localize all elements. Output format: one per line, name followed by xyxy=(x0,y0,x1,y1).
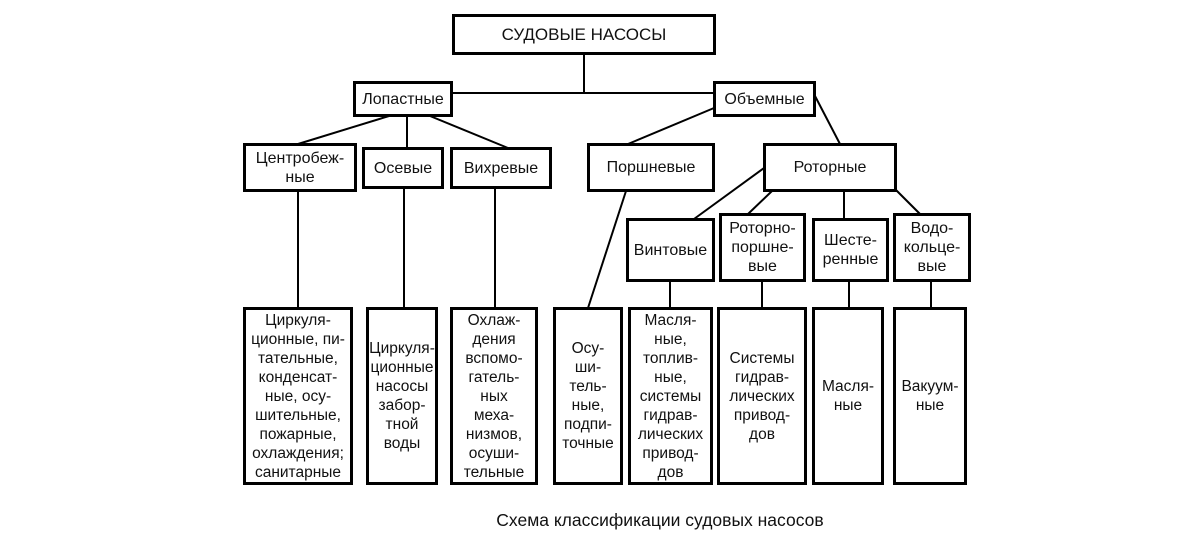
node-vodokoltsevye: Водо- кольце- вые xyxy=(893,213,971,282)
leaf-porshnevye-applications: Осу- ши- тель- ные, подпи- точные xyxy=(553,307,623,485)
leaf-vihrevye-applications: Охлаж- дения вспомо- гатель- ных меха- н… xyxy=(450,307,538,485)
node-shesterennye: Шесте- ренные xyxy=(812,218,889,282)
connector-obyemnye-porshnevye xyxy=(627,107,715,145)
leaf-vodokoltsevye-applications: Вакуум- ные xyxy=(893,307,967,485)
connector-lopastnye-vihrevye xyxy=(429,115,509,149)
node-vihrevye: Вихревые xyxy=(450,147,552,189)
node-porshnevye: Поршневые xyxy=(587,143,715,192)
connector-obyemnye-rotornye xyxy=(814,95,841,145)
leaf-centrobezhnye-applications: Циркуля- ционные, пи- тательные, конденс… xyxy=(243,307,353,485)
node-sudovye-nasosy: СУДОВЫЕ НАСОСЫ xyxy=(452,14,716,55)
node-centrobezhnye: Центробеж- ные xyxy=(243,143,357,192)
node-vintovye: Винтовые xyxy=(626,218,715,282)
node-obyemnye: Объемные xyxy=(713,81,816,117)
connector-rotornye-vodokoltsevye xyxy=(895,189,921,215)
leaf-rotorno-applications: Системы гидрав- лических привод- дов xyxy=(717,307,807,485)
leaf-osevye-applications: Циркуля- ционные насосы забор- тной воды xyxy=(366,307,438,485)
node-lopastnye: Лопастные xyxy=(353,81,453,117)
leaf-shesterennye-applications: Масля- ные xyxy=(812,307,884,485)
connector-porshnevye-leaf xyxy=(587,190,627,309)
node-rotorno-porshnevye: Роторно- поршне- вые xyxy=(719,213,806,282)
node-rotornye: Роторные xyxy=(763,143,897,192)
node-osevye: Осевые xyxy=(362,147,444,189)
connector-rotornye-vintovye xyxy=(693,167,765,220)
leaf-vintovye-applications: Масля- ные, топлив- ные, системы гидрав-… xyxy=(628,307,713,485)
connector-rotornye-rotorno xyxy=(747,190,773,215)
connector-lopastnye-centrobezhnye xyxy=(297,115,390,145)
diagram-caption: Схема классификации судовых насосов xyxy=(496,510,824,530)
